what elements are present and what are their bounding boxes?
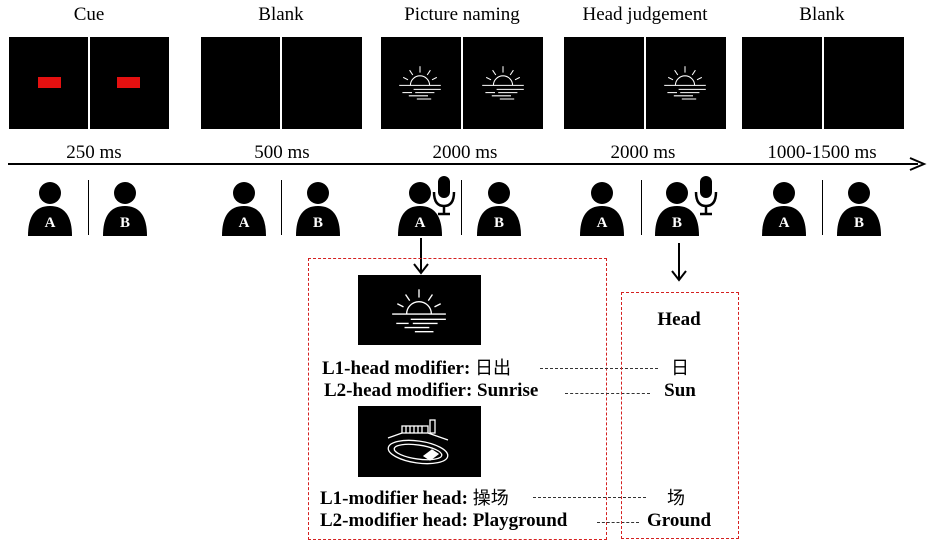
participant-separator	[281, 180, 282, 235]
phase-title-picture-naming: Picture naming	[404, 4, 520, 25]
participant-b: B	[102, 180, 148, 236]
microphone-icon	[694, 176, 718, 216]
l2-head-modifier: L2-head modifier: Sunrise	[324, 380, 538, 402]
participant-a: A	[579, 180, 625, 236]
screen-cue	[9, 37, 169, 129]
head-box	[621, 292, 739, 539]
phase-title-head-judgement: Head judgement	[582, 4, 708, 25]
down-arrow-icon	[413, 238, 429, 275]
participant-separator	[822, 180, 823, 235]
connector-line	[597, 522, 639, 523]
participant-label: A	[778, 215, 790, 231]
duration-head-judgement: 2000 ms	[610, 142, 676, 163]
screen-divider	[88, 37, 90, 129]
participant-a: A	[221, 180, 267, 236]
screen-blank-1	[201, 37, 362, 129]
l2-modifier-head: L2-modifier head: Playground	[320, 510, 567, 532]
participant-a: A	[397, 180, 443, 236]
participant-b: B	[654, 180, 700, 236]
cue-rectangle-left	[38, 77, 61, 88]
participant-label: A	[44, 215, 56, 231]
cue-rectangle-right	[117, 77, 140, 88]
participant-label: B	[312, 215, 323, 231]
timeline-arrow	[8, 157, 927, 171]
l1-modifier-head-word: 操场	[472, 488, 509, 509]
screen-divider	[461, 37, 463, 129]
participant-label: B	[493, 215, 504, 231]
sunrise-picture	[395, 63, 445, 103]
screen-divider	[280, 37, 282, 129]
l2-head-modifier-label: L2-head modifier:	[324, 380, 473, 401]
participant-separator	[641, 180, 642, 235]
participant-b: B	[476, 180, 522, 236]
duration-blank-1: 500 ms	[254, 142, 310, 163]
l2-modifier-head-label: L2-modifier head:	[320, 510, 468, 531]
screen-picture-naming	[381, 37, 543, 129]
l2-modifier-head-word: Playground	[472, 510, 568, 531]
participant-separator	[461, 180, 462, 235]
participant-label: B	[853, 215, 864, 231]
sunrise-picture	[660, 63, 710, 103]
participant-label: A	[414, 215, 426, 231]
l1-head-modifier: L1-head modifier: 日出	[322, 354, 511, 380]
l1-head-modifier-word: 日出	[475, 358, 512, 379]
connector-line	[533, 497, 646, 498]
l1-head-modifier-label: L1-head modifier:	[322, 358, 471, 379]
participant-b: B	[295, 180, 341, 236]
sunrise-picture-large	[358, 275, 481, 345]
duration-picture-naming: 2000 ms	[432, 142, 498, 163]
screen-head-judgement	[564, 37, 726, 129]
head-word-l2-ground: Ground	[646, 510, 712, 531]
microphone-icon	[432, 176, 456, 216]
duration-blank-2: 1000-1500 ms	[767, 142, 877, 163]
phase-title-blank-2: Blank	[799, 4, 845, 25]
sunrise-picture	[388, 285, 450, 337]
participant-a: A	[27, 180, 73, 236]
connector-line	[540, 368, 658, 369]
screen-divider	[644, 37, 646, 129]
head-word-l2-sun: Sun	[664, 380, 696, 401]
l1-modifier-head-label: L1-modifier head:	[320, 488, 468, 509]
down-arrow-icon	[671, 243, 687, 282]
head-box-title: Head	[657, 309, 701, 330]
head-word-l1-ground: 场	[667, 488, 685, 509]
sunrise-picture	[478, 63, 528, 103]
screen-blank-2	[742, 37, 904, 129]
participant-label: B	[119, 215, 130, 231]
phase-title-blank-1: Blank	[258, 4, 304, 25]
screen-divider	[822, 37, 824, 129]
participant-label: B	[671, 215, 682, 231]
playground-icon	[387, 419, 449, 465]
duration-cue: 250 ms	[66, 142, 122, 163]
participant-label: A	[596, 215, 608, 231]
connector-line	[565, 393, 650, 394]
example-items-box	[308, 258, 607, 540]
l1-modifier-head: L1-modifier head: 操场	[320, 484, 509, 510]
playground-picture	[358, 406, 481, 477]
participant-a: A	[761, 180, 807, 236]
participant-separator	[88, 180, 89, 235]
participant-b: B	[836, 180, 882, 236]
head-word-l1-sun: 日	[671, 358, 689, 379]
l2-head-modifier-word: Sunrise	[477, 380, 539, 401]
phase-title-cue: Cue	[73, 4, 105, 25]
participant-label: A	[238, 215, 250, 231]
